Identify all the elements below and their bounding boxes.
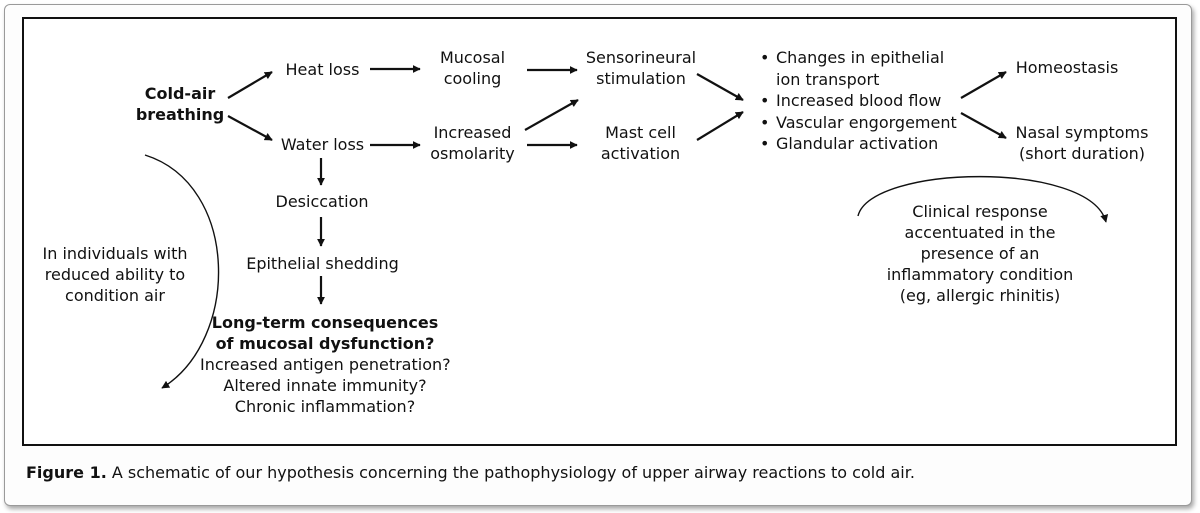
node-desiccation: Desiccation	[275, 192, 369, 211]
node-epithelial-shedding: Epithelial shedding	[246, 254, 399, 273]
node-heat-loss: Heat loss	[285, 60, 360, 79]
arrow-osmolarity-to-sensorineural	[524, 99, 579, 131]
diagram-border	[22, 17, 1177, 446]
arrow-cold-to-water	[227, 115, 273, 141]
caption-text: A schematic of our hypothesis concerning…	[106, 463, 915, 482]
effect-item: Vascular engorgement	[760, 112, 957, 134]
arrow-sensorineural-to-effects	[696, 73, 744, 101]
effect-item: Increased blood flow	[760, 90, 957, 112]
arrow-clinical-response-curve	[857, 176, 1109, 223]
arrow-effects-to-symptoms	[960, 112, 1007, 139]
node-water-loss: Water loss	[280, 135, 365, 154]
node-nasal-symptoms: Nasal symptoms(short duration)	[1015, 123, 1149, 163]
effect-item: Glandular activation	[760, 133, 957, 155]
arrow-mast-to-effects	[696, 111, 744, 141]
arrow-reduced-ability-curve	[144, 154, 220, 389]
caption-label: Figure 1.	[26, 463, 107, 482]
arrow-cold-to-heat	[227, 71, 273, 99]
note-reduced-ability: In individuals with reduced ability to c…	[42, 244, 188, 305]
arrow-effects-to-homeostasis	[960, 71, 1007, 99]
node-homeostasis: Homeostasis	[1015, 58, 1119, 77]
figure-caption: Figure 1. A schematic of our hypothesis …	[26, 463, 915, 482]
node-long-term-consequences: Long-term consequences of mucosal dysfun…	[200, 313, 451, 416]
note-clinical-response: Clinical response accentuated in the pre…	[886, 202, 1074, 305]
